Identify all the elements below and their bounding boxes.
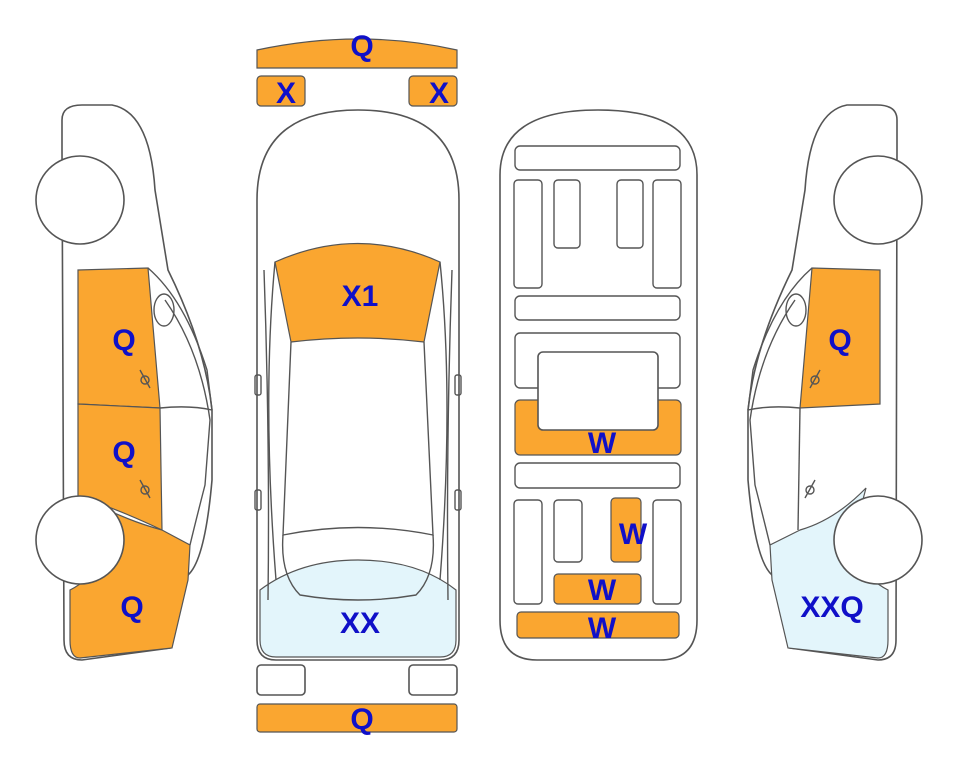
trunk-label: XX [340,607,380,640]
top-body [256,109,460,661]
top-view-car: X1 XX [254,109,462,661]
rear-bumper-label: Q [350,703,373,736]
taillight-right[interactable] [408,664,458,696]
front-parts: Q X X [256,30,458,110]
trunk-panel[interactable] [259,559,457,658]
headlight-left[interactable] [256,75,306,107]
underbody-view: W W W W [499,109,698,661]
left-side-view: Q Q Q [35,104,213,661]
floor-side-label: W [619,518,648,551]
headlight-left-label: X [276,77,296,110]
right-front-door-label: Q [828,324,851,357]
rear-bumper[interactable] [256,703,458,733]
floor-rear-panel[interactable] [553,573,642,605]
floor-rear-label: W [588,574,617,607]
front-bumper[interactable] [256,38,458,69]
left-rear-door-label: Q [112,436,135,469]
front-bumper-label: Q [350,30,373,63]
hood-label: X1 [342,280,379,313]
floor-center-label: W [588,427,617,460]
left-front-door-label: Q [112,324,135,357]
rear-parts: Q [256,664,458,736]
floor-side-panel[interactable] [610,497,642,563]
left-rear-quarter-label: Q [120,591,143,624]
headlight-right-label: X [429,77,449,110]
right-side-view: Q XXQ [747,104,923,661]
floor-back-label: W [588,612,617,645]
taillight-left[interactable] [256,664,306,696]
floor-back-panel[interactable] [516,611,680,639]
right-rear-quarter-label: XXQ [800,591,863,624]
headlight-right[interactable] [408,75,458,107]
